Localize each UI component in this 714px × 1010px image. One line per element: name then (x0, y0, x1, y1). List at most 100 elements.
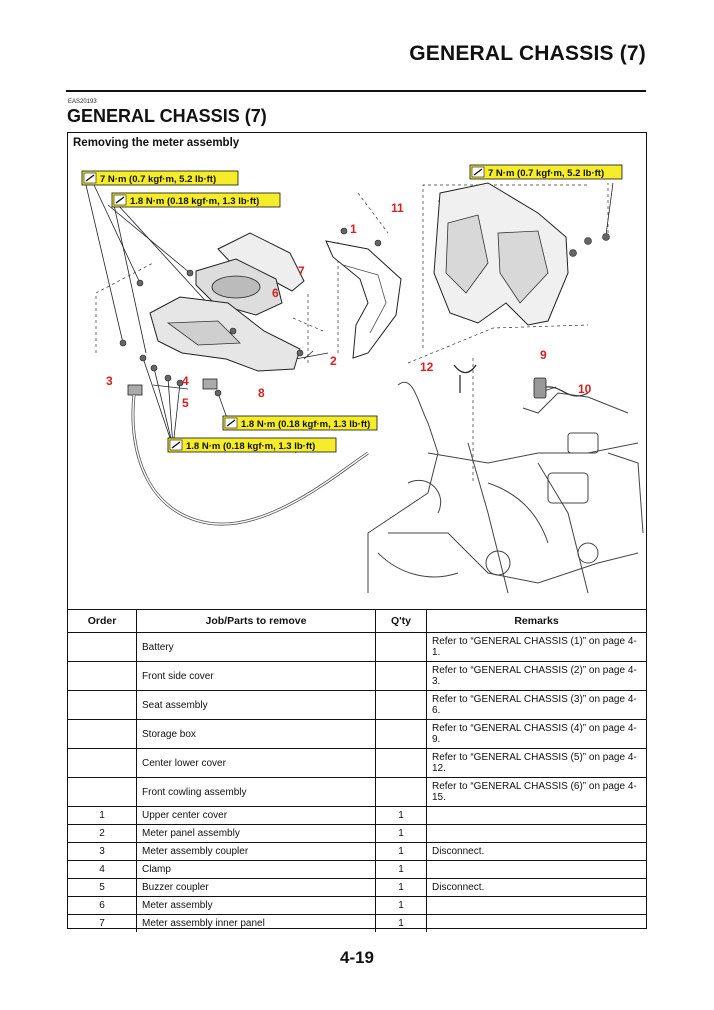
cell-remarks: Refer to “GENERAL CHASSIS (3)” on page 4… (426, 690, 646, 720)
header-rule (66, 90, 646, 92)
cell-qty (375, 632, 427, 662)
cell-qty: 1 (375, 878, 427, 897)
cell-order (68, 661, 137, 691)
torque-wrench-icon (83, 172, 97, 184)
wrench-icons (83, 166, 485, 451)
cell-order: 1 (68, 806, 137, 825)
cell-qty: 1 (375, 914, 427, 932)
cell-remarks (426, 806, 646, 825)
vehicle-frame-drawing (367, 381, 644, 594)
torque-label-lower-screws: 1.8 N·m (0.18 kgf·m, 1.3 lb·ft) (186, 441, 315, 452)
callout-9: 9 (540, 348, 547, 362)
exploded-view-illustration: 7 N·m (0.7 kgf·m, 5.2 lb·ft) 1.8 N·m (0.… (81, 164, 644, 594)
cell-remarks: Refer to “GENERAL CHASSIS (4)” on page 4… (426, 719, 646, 749)
upper-center-cover-drawing (325, 240, 402, 359)
header-qty: Q'ty (375, 609, 427, 633)
screw-fasteners (119, 227, 610, 397)
cell-order (68, 719, 137, 749)
cell-order (68, 690, 137, 720)
cell-order: 6 (68, 896, 137, 915)
table-body: Battery Refer to “GENERAL CHASSIS (1)” on… (68, 632, 647, 933)
cell-job: Meter assembly inner panel (136, 914, 376, 932)
cell-qty: 1 (375, 896, 427, 915)
page-number: 4-19 (339, 948, 375, 967)
cell-job: Clamp (136, 860, 376, 879)
torque-wrench-icon (169, 439, 183, 451)
cell-job: Upper center cover (136, 806, 376, 825)
cell-remarks (426, 860, 646, 879)
cell-remarks: Refer to “GENERAL CHASSIS (2)” on page 4… (426, 661, 646, 691)
cell-qty (375, 748, 427, 778)
coupler-10-lead (545, 386, 589, 397)
cell-remarks: Refer to “GENERAL CHASSIS (6)” on page 4… (426, 777, 646, 807)
header-order: Order (68, 609, 137, 633)
cell-qty: 1 (375, 806, 427, 825)
procedure-frame: Removing the meter assembly (67, 132, 647, 932)
cell-qty (375, 690, 427, 720)
torque-label-meter-bolts: 7 N·m (0.7 kgf·m, 5.2 lb·ft) (100, 174, 216, 185)
figure-caption: Removing the meter assembly (73, 137, 240, 149)
callout-6: 6 (272, 286, 279, 300)
table-row: Battery Refer to “GENERAL CHASSIS (1)” on… (68, 632, 646, 662)
cell-qty (375, 661, 427, 691)
cell-order (68, 632, 137, 662)
cell-remarks: Refer to “GENERAL CHASSIS (1)” on page 4… (426, 632, 646, 662)
callout-5: 5 (182, 396, 189, 410)
callout-3: 3 (106, 374, 113, 388)
header-remarks: Remarks (426, 609, 646, 633)
cell-remarks: Disconnect. (426, 842, 646, 861)
cell-order: 4 (68, 860, 137, 879)
cell-job: Meter assembly coupler (136, 842, 376, 861)
callout-10: 10 (578, 382, 592, 396)
callout-2: 2 (330, 354, 337, 368)
cell-qty: 1 (375, 860, 427, 879)
coupler-9-drawing (533, 377, 547, 399)
header-job: Job/Parts to remove (136, 609, 376, 633)
running-header-title: GENERAL CHASSIS (7) (409, 42, 646, 65)
torque-label-boxes (81, 164, 623, 453)
callout-4: 4 (182, 374, 189, 388)
cell-remarks: Disconnect. (426, 878, 646, 897)
cell-job: Meter panel assembly (136, 824, 376, 843)
cell-remarks (426, 824, 646, 843)
cell-qty: 1 (375, 824, 427, 843)
table-row: Storage box Refer to “GENERAL CHASSIS (4)… (68, 719, 646, 749)
cell-qty: 1 (375, 842, 427, 861)
table-header-row: Order Job/Parts to remove Q'ty Remarks (68, 609, 646, 633)
cell-qty (375, 719, 427, 749)
callout-11: 11 (391, 201, 404, 215)
section-title: GENERAL CHASSIS (7) (67, 106, 267, 126)
cell-order (68, 777, 137, 807)
table-row: Front side cover Refer to “GENERAL CHASSI… (68, 661, 646, 691)
cell-job: Storage box (136, 719, 376, 749)
torque-wrench-icon (113, 194, 127, 206)
buzzer-coupler-drawing (202, 378, 218, 390)
callout-12: 12 (420, 360, 434, 374)
cell-order: 7 (68, 914, 137, 932)
cell-remarks (426, 896, 646, 915)
callout-8: 8 (258, 386, 265, 400)
cell-job: Battery (136, 632, 376, 662)
clamp-12-drawing (453, 364, 477, 393)
parts-table: Order Job/Parts to remove Q'ty Remarks B… (68, 609, 646, 932)
cell-job: Buzzer coupler (136, 878, 376, 897)
cell-qty (375, 777, 427, 807)
cell-order: 5 (68, 878, 137, 897)
cell-remarks (427, 915, 647, 933)
section-reference-code: EAS20193 (68, 99, 97, 105)
cell-order (68, 748, 137, 778)
callout-1: 1 (350, 222, 357, 236)
callout-7: 7 (298, 264, 305, 278)
torque-label-meter-screws: 1.8 N·m (0.18 kgf·m, 1.3 lb·ft) (130, 196, 259, 207)
cell-order: 3 (68, 842, 137, 861)
cell-job: Front side cover (136, 661, 376, 691)
torque-label-panel-screws: 1.8 N·m (0.18 kgf·m, 1.3 lb·ft) (241, 419, 370, 430)
